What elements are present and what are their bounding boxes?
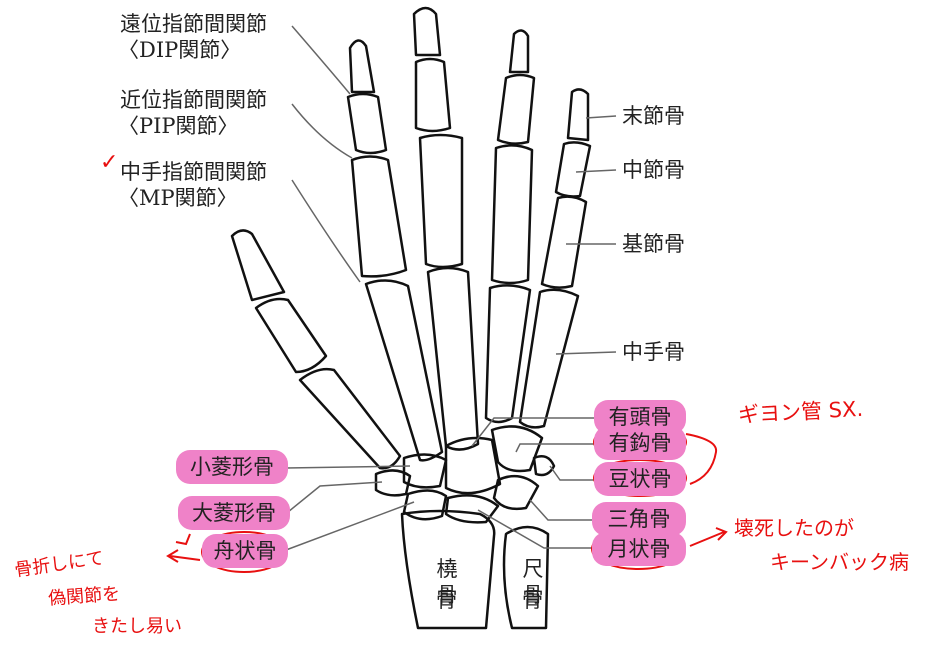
triquetrum-label: 三角骨 — [592, 502, 686, 536]
middle-proximal-phalanx — [418, 133, 464, 269]
leader-scaphoid — [285, 501, 415, 551]
radius-bone-char: 骨 — [436, 588, 457, 612]
leader-trapezoid — [285, 465, 411, 469]
leader-hamate — [515, 443, 594, 453]
bracket-guyon — [685, 433, 718, 485]
middle-phalanx-label: 中節骨 — [622, 158, 685, 182]
lunate-label: 月状骨 — [592, 532, 686, 566]
metacarpal-label: 中手骨 — [622, 340, 685, 364]
fracture-note-line2: 偽関節を — [47, 583, 121, 610]
ring-distal-phalanx — [508, 29, 530, 74]
ring-proximal-phalanx — [490, 144, 534, 285]
little-distal-phalanx — [566, 88, 590, 142]
thumb-metacarpal — [298, 367, 402, 470]
middle-distal-phalanx — [412, 6, 442, 57]
pisiform-label: 豆状骨 — [594, 462, 686, 496]
radius-label-1: 橈骨 — [436, 557, 458, 608]
small-check — [175, 533, 191, 546]
trapezium-bone — [374, 469, 412, 497]
dip-joint-label: 遠位指節間関節 — [120, 12, 267, 36]
lunate-bone — [444, 494, 500, 524]
capitate-bone — [444, 436, 502, 495]
leader-pip — [291, 103, 353, 159]
thumb-proximal-phalanx — [254, 297, 328, 374]
leader-capitate — [471, 417, 594, 447]
arrow-scaphoid — [166, 549, 201, 563]
mp-joint-abbr: 〈MP関節〉 — [118, 186, 238, 210]
kienbock-note-line2: キーンバック病 — [770, 550, 909, 574]
trapezoid-label: 小菱形骨 — [176, 450, 288, 484]
middle-middle-phalanx — [414, 57, 452, 133]
leader-middle-phalanx — [575, 169, 617, 173]
leader-lines — [285, 25, 617, 551]
arrow-lunate — [689, 527, 728, 547]
dip-joint-abbr: 〈DIP関節〉 — [118, 38, 242, 62]
leader-mp — [291, 179, 361, 283]
scaphoid-label: 舟状骨 — [202, 534, 288, 568]
little-middle-phalanx — [554, 141, 592, 198]
triquetrum-bone — [492, 474, 540, 511]
index-middle-phalanx — [346, 92, 388, 155]
check-mark: ✓ — [100, 150, 119, 175]
pip-joint-abbr: 〈PIP関節〉 — [118, 114, 239, 138]
hamate-label: 有鈎骨 — [594, 426, 686, 460]
trapezoid-bone — [402, 453, 448, 489]
hand-bones — [230, 6, 592, 630]
pip-joint-label: 近位指節間関節 — [120, 88, 267, 112]
proximal-phalanx-label: 基節骨 — [622, 232, 685, 256]
index-distal-phalanx — [348, 39, 376, 94]
leader-dip — [291, 25, 351, 95]
radius-bone — [400, 509, 496, 630]
leader-distal-phalanx — [585, 115, 617, 119]
little-metacarpal — [518, 288, 580, 429]
ulna-bone-char: 骨 — [522, 588, 543, 612]
leader-trapezium — [287, 481, 383, 513]
scaphoid-bone — [402, 489, 448, 521]
little-proximal-phalanx — [540, 195, 588, 289]
ulna-label-1: 尺骨 — [522, 557, 544, 608]
kienbock-note-line1: 壊死したのが — [734, 516, 854, 540]
ring-middle-phalanx — [496, 73, 536, 145]
leader-metacarpal — [555, 351, 617, 355]
ulna-bone — [502, 525, 550, 630]
index-metacarpal — [364, 279, 444, 462]
distal-phalanx-label: 末節骨 — [622, 104, 685, 128]
leader-lunate — [477, 509, 592, 549]
index-proximal-phalanx — [350, 155, 408, 278]
middle-metacarpal — [426, 266, 480, 451]
fracture-note-line3: きたし易い — [92, 616, 182, 637]
leader-triquetrum — [529, 499, 592, 521]
trapezium-label: 大菱形骨 — [178, 496, 290, 530]
pisiform-bone — [532, 455, 556, 477]
thumb-distal-phalanx — [230, 229, 286, 302]
hamate-bone — [490, 425, 544, 473]
leader-pisiform — [549, 465, 594, 481]
mp-joint-label: 中手指節間関節 — [120, 160, 267, 184]
